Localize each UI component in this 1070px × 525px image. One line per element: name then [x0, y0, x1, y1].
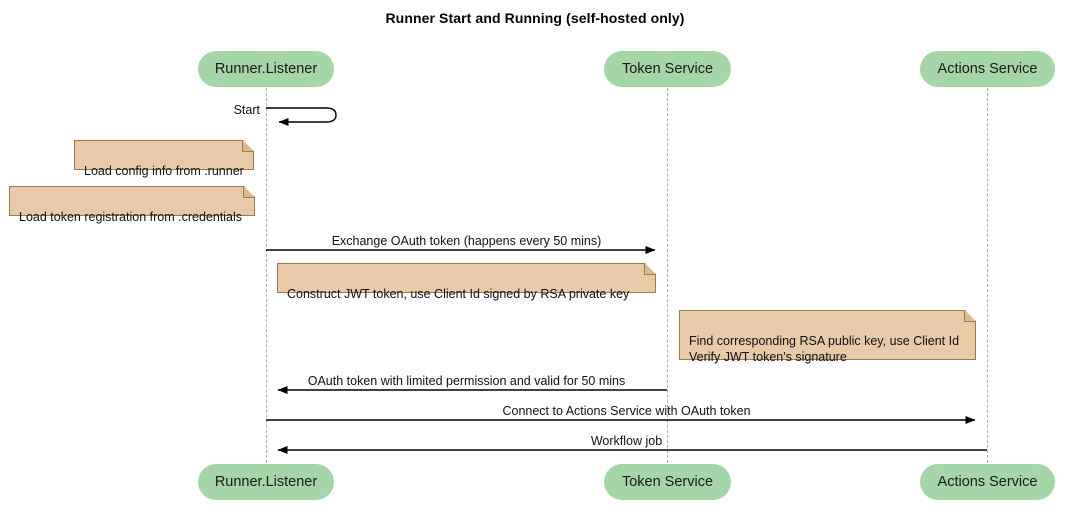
note-construct-jwt: Construct JWT token, use Client Id signe… [277, 263, 656, 301]
note-fold-bg-icon [645, 263, 656, 274]
message-label-oauth-return: OAuth token with limited permission and … [307, 374, 626, 388]
message-label-connect-actions: Connect to Actions Service with OAuth to… [502, 404, 751, 418]
participant-token-bottom[interactable]: Token Service [604, 464, 731, 500]
message-label-exchange-oauth: Exchange OAuth token (happens every 50 m… [331, 234, 602, 248]
lifeline-runner [266, 88, 267, 463]
page-title: Runner Start and Running (self-hosted on… [385, 10, 685, 26]
lifeline-token [667, 88, 668, 463]
note-construct-jwt-text: Construct JWT token, use Client Id signe… [287, 287, 630, 301]
note-fold-bg-icon [965, 310, 976, 321]
note-fold-bg-icon [244, 186, 255, 197]
participant-actions-top[interactable]: Actions Service [920, 51, 1055, 87]
note-load-credentials-text: Load token registration from .credential… [19, 210, 243, 224]
lifeline-actions [987, 88, 988, 463]
participant-runner-bottom[interactable]: Runner.Listener [198, 464, 334, 500]
participant-token-top[interactable]: Token Service [604, 51, 731, 87]
note-verify-jwt-text: Find corresponding RSA public key, use C… [689, 334, 960, 364]
message-label-workflow-job: Workflow job [590, 434, 663, 448]
note-fold-bg-icon [243, 140, 254, 151]
note-load-config-text: Load config info from .runner [84, 164, 244, 178]
participant-actions-bottom[interactable]: Actions Service [920, 464, 1055, 500]
arrow-start-self [266, 107, 337, 126]
participant-runner-top[interactable]: Runner.Listener [198, 51, 334, 87]
note-load-credentials: Load token registration from .credential… [9, 186, 255, 224]
note-load-config: Load config info from .runner [74, 140, 254, 178]
note-verify-jwt: Find corresponding RSA public key, use C… [679, 310, 976, 364]
message-label-start: Start [233, 103, 260, 117]
